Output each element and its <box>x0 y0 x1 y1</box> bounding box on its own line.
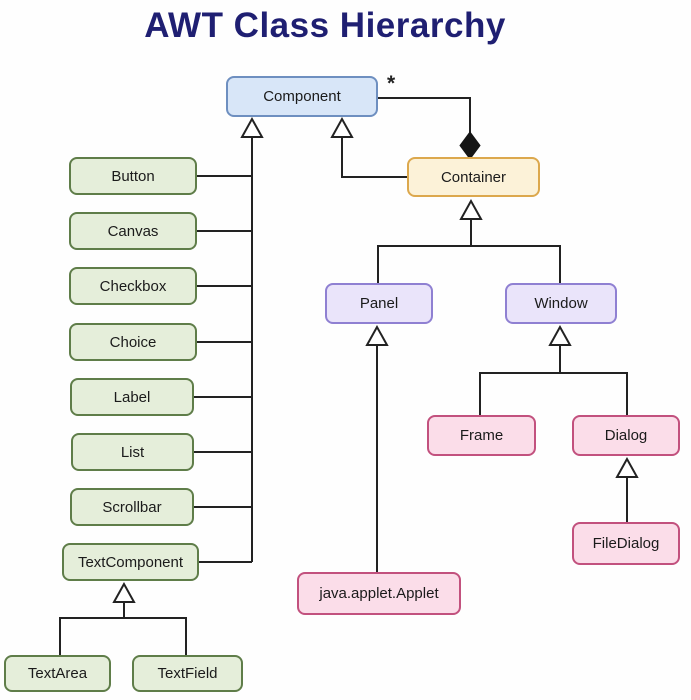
page-title: AWT Class Hierarchy <box>144 6 506 45</box>
node-container: Container <box>407 157 540 197</box>
multiplicity-star-label: * <box>387 72 396 95</box>
node-filedialog: FileDialog <box>572 522 680 565</box>
inheritance-arrow-icon <box>330 116 354 138</box>
edge-textcomponent-children <box>59 602 187 655</box>
edge-container-component <box>341 137 407 178</box>
node-list: List <box>71 433 194 471</box>
node-textarea: TextArea <box>4 655 111 692</box>
node-panel: Panel <box>325 283 433 324</box>
node-applet: java.applet.Applet <box>297 572 461 615</box>
inheritance-arrow-icon <box>615 456 639 478</box>
node-frame: Frame <box>427 415 536 456</box>
node-canvas: Canvas <box>69 212 197 250</box>
inheritance-arrow-icon <box>459 198 483 220</box>
composition-diamond <box>459 131 481 160</box>
node-scrollbar: Scrollbar <box>70 488 194 526</box>
node-label: Label <box>70 378 194 416</box>
edge-container-children <box>377 219 561 283</box>
edge-window-children <box>479 345 628 415</box>
edge-composition-line <box>378 97 471 133</box>
node-textcomponent: TextComponent <box>62 543 199 581</box>
node-checkbox: Checkbox <box>69 267 197 305</box>
inheritance-arrow-icon <box>365 324 389 346</box>
inheritance-arrow-icon <box>548 324 572 346</box>
inheritance-arrow-icon <box>240 116 264 138</box>
inheritance-arrow-icon <box>112 581 136 603</box>
node-choice: Choice <box>69 323 197 361</box>
node-dialog: Dialog <box>572 415 680 456</box>
node-textfield: TextField <box>132 655 243 692</box>
node-component: Component <box>226 76 378 117</box>
node-window: Window <box>505 283 617 324</box>
node-button: Button <box>69 157 197 195</box>
